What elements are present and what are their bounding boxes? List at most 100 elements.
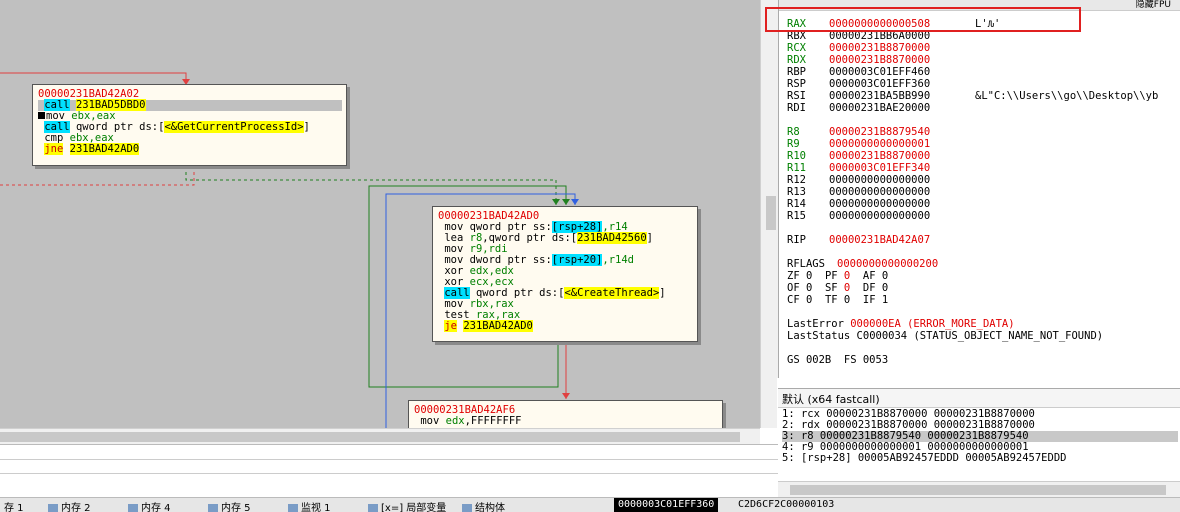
instruction-token: jne bbox=[44, 143, 63, 155]
flag-name: CF bbox=[787, 294, 806, 306]
rflags-value[interactable]: 0000000000000200 bbox=[837, 258, 938, 270]
call-args-list[interactable]: 1: rcx 00000231B8870000 00000231B8870000… bbox=[778, 407, 1180, 482]
instruction-line[interactable]: mov edx,FFFFFFFF bbox=[414, 416, 718, 427]
flag-value[interactable]: 0 bbox=[882, 270, 888, 282]
instruction-token: ,FFFFFFFF bbox=[465, 415, 522, 427]
arrowhead-block-3 bbox=[562, 393, 570, 399]
registers-scroll-thumb[interactable] bbox=[766, 196, 776, 230]
register-name: R15 bbox=[787, 210, 829, 222]
code-block-2[interactable]: 00000231BAD42AD0 mov qword ptr ss:[rsp+2… bbox=[432, 206, 698, 342]
flags-row: CF 0 TF 0 IF 1 bbox=[787, 294, 888, 306]
register-value[interactable]: 0000000000000000 bbox=[829, 198, 975, 210]
code-block-3[interactable]: 00000231BAD42AF6 mov edx,FFFFFFFF bbox=[408, 400, 723, 428]
flag-value[interactable]: 0 bbox=[806, 270, 812, 282]
instruction-token: [rsp+20] bbox=[552, 254, 603, 266]
arrowhead-green-dashed bbox=[552, 199, 560, 205]
register-value[interactable]: 00000231BA5BB990 bbox=[829, 90, 975, 102]
register-value[interactable]: 0000000000000001 bbox=[829, 138, 975, 150]
edge-into-block-1 bbox=[0, 73, 186, 84]
register-name: R9 bbox=[787, 138, 829, 150]
flags-row: ZF 0 PF 0 AF 0 bbox=[787, 270, 888, 282]
hide-fpu-toggle[interactable]: 隐藏FPU bbox=[1136, 0, 1171, 10]
register-value[interactable]: 00000231B8870000 bbox=[829, 54, 975, 66]
flag-value[interactable]: 0 bbox=[844, 282, 850, 294]
instruction-token: ] bbox=[659, 287, 665, 299]
flag-name: ZF bbox=[787, 270, 806, 282]
register-name: R10 bbox=[787, 150, 829, 162]
flag-name: TF bbox=[825, 294, 844, 306]
rflags-label: RFLAGS bbox=[787, 258, 837, 270]
instruction-token: ] bbox=[304, 121, 310, 133]
instruction-token: ,r14d bbox=[602, 254, 634, 266]
bottom-tab[interactable]: 内存 4 bbox=[128, 499, 171, 512]
last-error-label: LastError bbox=[787, 318, 850, 330]
status-address-secondary: C2D6CF2C00000103 bbox=[738, 498, 834, 512]
bottom-tab[interactable]: 结构体 bbox=[462, 499, 505, 512]
flag-name: DF bbox=[863, 282, 882, 294]
graph-horizontal-scrollbar[interactable] bbox=[0, 428, 760, 445]
register-value[interactable]: 00000231B8870000 bbox=[829, 150, 975, 162]
registers-scrollbar[interactable] bbox=[764, 0, 778, 378]
flag-value[interactable]: 1 bbox=[882, 294, 888, 306]
rax-highlight-box bbox=[765, 7, 1081, 32]
flag-value[interactable]: 0 bbox=[844, 270, 850, 282]
instruction-line[interactable]: jne 231BAD42AD0 bbox=[38, 144, 342, 155]
last-status-value: C0000034 (STATUS_OBJECT_NAME_NOT_FOUND) bbox=[857, 330, 1104, 342]
args-horizontal-scrollbar[interactable] bbox=[778, 481, 1180, 498]
bottom-tab[interactable]: [x=] 局部变量 bbox=[368, 499, 446, 512]
instruction-token bbox=[63, 143, 69, 155]
register-value[interactable]: 00000231B8879540 bbox=[829, 126, 975, 138]
arrowhead-green-loop bbox=[562, 199, 570, 205]
breakpoint-marker-icon bbox=[38, 112, 45, 119]
register-value[interactable]: 00000231BAD42A07 bbox=[829, 234, 975, 246]
graph-hscroll-thumb[interactable] bbox=[0, 432, 740, 442]
args-hscroll-thumb[interactable] bbox=[790, 485, 1166, 495]
register-value[interactable]: 0000003C01EFF360 bbox=[829, 78, 975, 90]
edge-dashed-red-left bbox=[0, 166, 194, 185]
bottom-tab[interactable]: 监视 1 bbox=[288, 499, 331, 512]
register-value[interactable]: 0000000000000000 bbox=[829, 210, 975, 222]
flag-value[interactable]: 0 bbox=[806, 282, 812, 294]
register-value[interactable]: 0000003C01EFF340 bbox=[829, 162, 975, 174]
flag-value[interactable]: 0 bbox=[882, 282, 888, 294]
last-error-row[interactable]: LastError 000000EA (ERROR_MORE_DATA) bbox=[787, 318, 1015, 330]
register-value[interactable]: 0000000000000000 bbox=[829, 186, 975, 198]
flag-name: PF bbox=[825, 270, 844, 282]
call-convention-header[interactable]: 默认 (x64 fastcall) bbox=[778, 388, 1180, 407]
flag-value[interactable]: 0 bbox=[806, 294, 812, 306]
call-arg-row[interactable]: 5: [rsp+28] 00005AB92457EDDD 00005AB9245… bbox=[782, 453, 1178, 464]
bottom-tab[interactable]: 内存 5 bbox=[208, 499, 251, 512]
register-value[interactable]: 00000231BAE20000 bbox=[829, 102, 975, 114]
instruction-token: ] bbox=[647, 232, 653, 244]
flag-name: IF bbox=[863, 294, 882, 306]
register-value[interactable]: 00000231B8870000 bbox=[829, 42, 975, 54]
instruction-line[interactable]: je 231BAD42AD0 bbox=[438, 321, 693, 332]
arrowhead-blue-loop bbox=[571, 199, 579, 205]
register-value[interactable]: 0000000000000000 bbox=[829, 174, 975, 186]
register-name: R14 bbox=[787, 198, 829, 210]
register-value[interactable]: 0000003C01EFF460 bbox=[829, 66, 975, 78]
bottom-tab[interactable]: 内存 2 bbox=[48, 499, 91, 512]
last-status-row[interactable]: LastStatus C0000034 (STATUS_OBJECT_NAME_… bbox=[787, 330, 1103, 342]
flag-value[interactable]: 0 bbox=[844, 294, 850, 306]
bottom-tab[interactable]: 存 1 bbox=[4, 499, 24, 512]
